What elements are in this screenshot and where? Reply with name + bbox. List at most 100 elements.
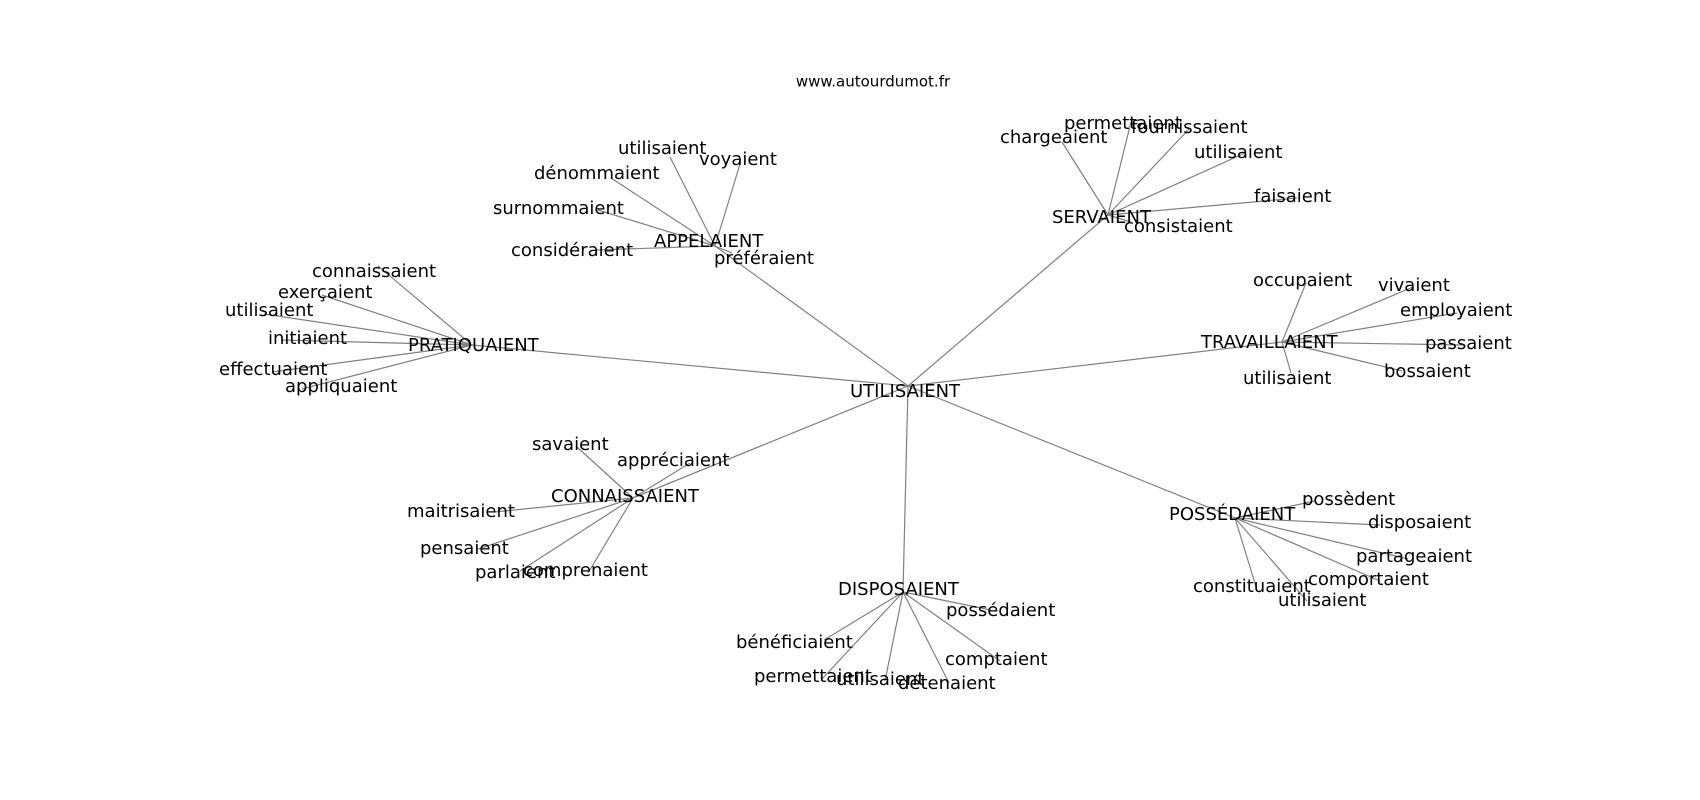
edge-group-to-leaf [610,177,716,247]
leaf-node-label: utilisaient [836,669,924,690]
edge-group-to-leaf [594,245,716,251]
leaf-node-label: permettaient [1064,113,1182,134]
edge-group-to-leaf [1281,341,1292,374]
edge-group-to-leaf [1281,286,1414,343]
leaf-node-label: utilisaient [618,138,706,159]
leaf-node-label: utilisaient [225,300,313,321]
leaf-node-label: constituaient [1193,576,1311,597]
group-node-label: SERVAIENT [1052,207,1152,228]
labels-layer: UTILISAIENTAPPELAIENTutilisaientvoyaient… [219,113,1512,694]
leaf-node-label: préféraient [714,248,814,269]
edge-group-to-leaf [1107,214,1132,223]
edge-center-to-group [471,344,909,387]
leaf-node-label: comportaient [1308,569,1429,590]
leaf-node-label: permettaient [754,666,872,687]
edge-group-to-leaf [1234,517,1381,582]
leaf-node-label: appréciaient [617,450,729,471]
leaf-node-label: utilisaient [1278,590,1366,611]
edge-group-to-leaf [377,265,473,346]
edge-group-to-leaf [263,313,473,346]
leaf-node-label: connaissaient [312,261,436,282]
edge-group-to-leaf [1281,282,1307,343]
leaf-node-label: vivaient [1378,275,1450,296]
leaf-node-label: partageaient [1356,546,1472,567]
edge-group-to-leaf [1107,128,1190,216]
leaf-node-label: occupaient [1253,270,1352,291]
leaf-node-label: considéraient [511,240,633,261]
group-node-label: APPELAIENT [654,231,764,252]
leaf-node-label: initiaient [268,328,347,349]
leaf-node-label: faisaient [1254,186,1331,207]
edge-group-to-leaf [493,497,634,513]
group-node-label: POSSÉDAIENT [1169,503,1296,525]
edge-group-to-leaf [902,591,1001,662]
edge-group-to-leaf [1234,517,1308,602]
edge-group-to-leaf [823,591,904,641]
edge-group-to-leaf [1061,141,1109,216]
leaf-node-label: consistaient [1124,216,1233,237]
leaf-node-label: savaient [532,434,609,455]
edge-group-to-leaf [1281,341,1403,372]
leaf-node-label: dénommaient [534,163,660,184]
edge-group-to-leaf [821,591,904,680]
edge-group-to-leaf [1234,517,1258,591]
edge-group-to-leaf [301,344,473,390]
edge-group-to-leaf [902,591,950,684]
edge-group-to-leaf [576,446,634,499]
edge-group-to-leaf [271,344,473,373]
leaf-node-label: détenaient [898,673,996,694]
leaf-node-label: disposaient [1368,512,1471,533]
leaf-node-label: voyaient [699,149,777,170]
leaf-node-label: passaient [1425,333,1512,354]
edge-group-to-leaf [321,294,473,346]
leaf-node-label: possèdent [1302,489,1395,510]
edge-group-to-leaf [280,339,473,346]
edge-group-to-leaf [1281,312,1458,343]
edge-group-to-leaf [1234,517,1381,526]
edge-center-to-group [907,341,1283,387]
edge-group-to-leaf [902,591,992,611]
leaf-node-label: exerçaient [278,282,372,303]
leaf-node-label: utilisaient [1243,368,1331,389]
edge-center-to-group [902,385,909,593]
leaf-node-label: maitrisaient [407,501,515,522]
leaf-node-label: appliquaient [285,376,397,397]
leaf-node-label: chargeaient [1000,127,1108,148]
leaf-node-label: possédaient [946,600,1055,621]
leaf-node-label: utilisaient [1194,142,1282,163]
edge-group-to-leaf [477,497,634,550]
edge-group-to-leaf [714,245,733,254]
edge-group-to-leaf [1234,517,1409,560]
leaf-node-label: surnommaient [493,198,624,219]
edge-group-to-leaf [597,209,716,247]
edge-group-to-leaf [1107,152,1246,216]
leaf-node-label: parlaient [475,562,555,583]
edge-group-to-leaf [1107,121,1132,216]
edge-group-to-leaf [632,462,691,499]
group-node-label: TRAVAILLAIENT [1200,332,1339,353]
leaf-node-label: fournissaient [1131,117,1248,138]
center-node-label: UTILISAIENT [850,381,961,402]
leaf-node-label: pensaient [420,538,509,559]
leaf-node-label: effectuaient [219,359,327,380]
edge-group-to-leaf [587,497,634,574]
leaf-node-label: bossaient [1384,361,1471,382]
group-node-label: CONNAISSAIENT [551,486,700,507]
leaf-node-label: comptaient [945,649,1048,670]
group-node-label: PRATIQUAIENT [408,335,540,356]
site-url-label: www.autourdumot.fr [796,73,951,91]
leaf-node-label: bénéficiaient [736,632,853,653]
edge-group-to-leaf [714,163,741,247]
edge-group-to-leaf [1107,197,1298,216]
edge-center-to-group [907,214,1109,387]
edge-group-to-leaf [884,591,904,682]
edges-layer [263,121,1464,684]
edge-group-to-leaf [1281,341,1464,346]
leaf-node-label: comprenaient [523,560,648,581]
edge-center-to-group [632,385,909,499]
group-node-label: DISPOSAIENT [838,579,960,600]
edge-group-to-leaf [1234,500,1316,519]
edge-center-to-group [907,385,1236,519]
edge-group-to-leaf [519,497,634,572]
